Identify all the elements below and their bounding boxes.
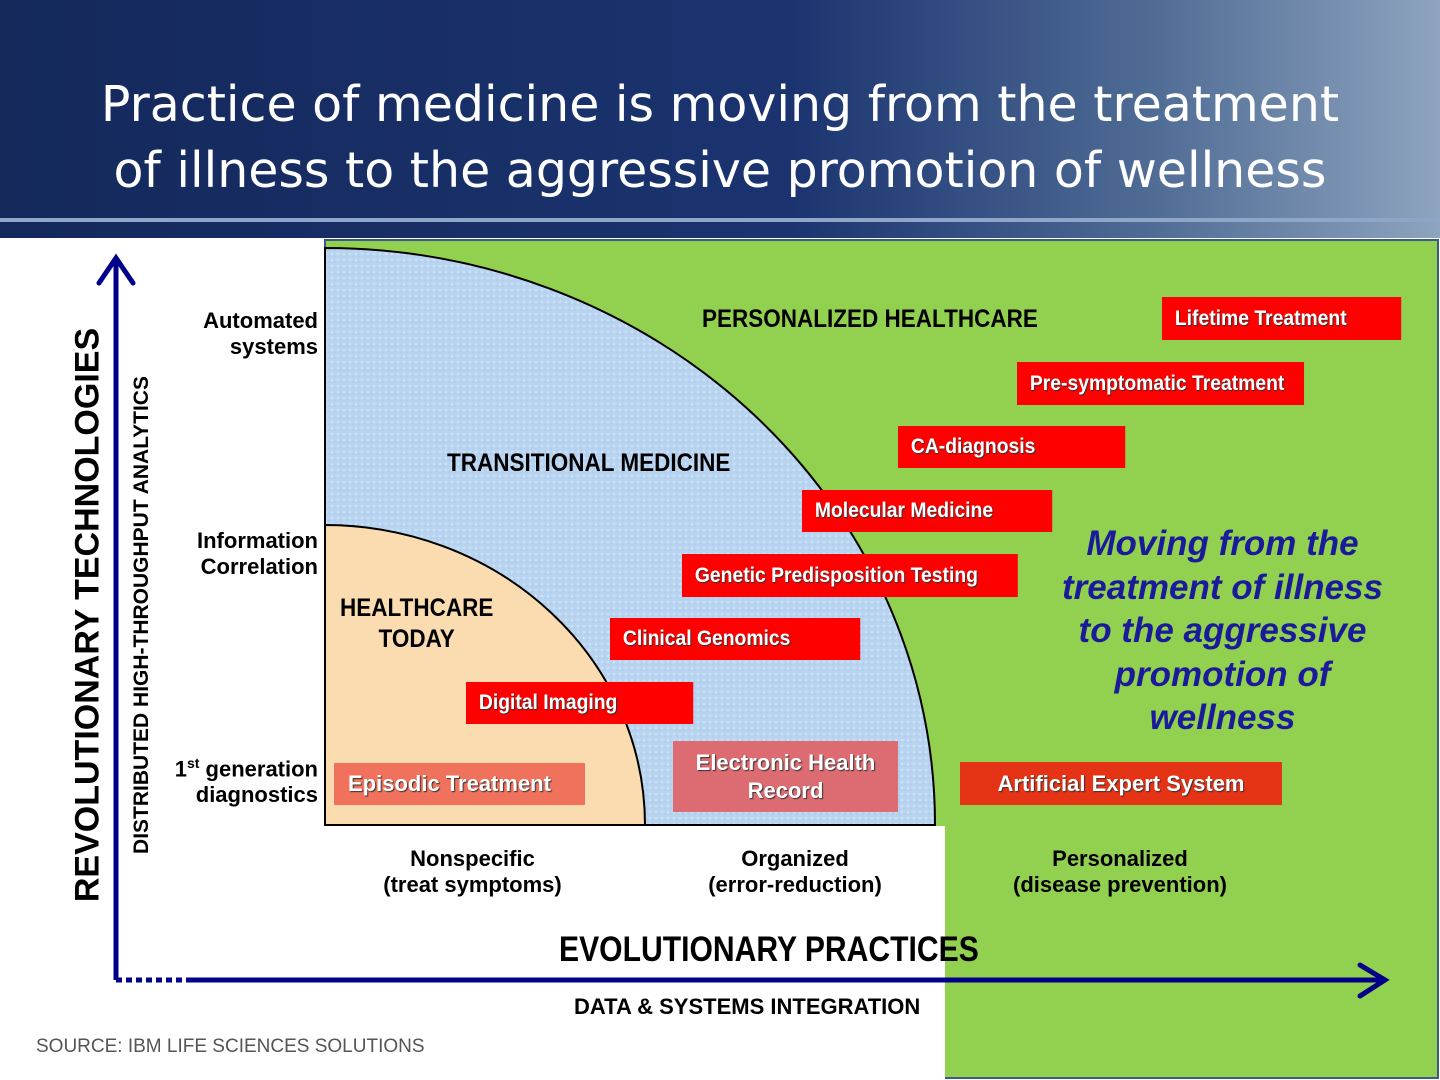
- y-axis-arrowhead: [96, 253, 136, 286]
- label-lifetime-treatment: Lifetime Treatment: [1162, 297, 1402, 340]
- zone-transitional: TRANSITIONAL MEDICINE: [447, 449, 731, 477]
- x-axis-arrowhead: [1357, 962, 1390, 999]
- label-ca-diagnosis: CA-diagnosis: [898, 426, 1126, 468]
- label-artificial-expert-system: Artificial Expert System: [960, 762, 1282, 805]
- slide-header: [0, 0, 1440, 238]
- header-divider: [0, 218, 1440, 222]
- y-axis-title: REVOLUTIONARY TECHNOLOGIES: [68, 327, 107, 903]
- label-digital-imaging: Digital Imaging: [466, 682, 694, 724]
- label-clinical-genomics: Clinical Genomics: [610, 618, 861, 660]
- x-axis-subtitle: DATA & SYSTEMS INTEGRATION: [574, 994, 921, 1019]
- label-molecular-medicine: Molecular Medicine: [802, 490, 1053, 532]
- x-level-nonspecific: Nonspecific(treat symptoms): [383, 846, 562, 897]
- source-note: SOURCE: IBM LIFE SCIENCES SOLUTIONS: [36, 1036, 425, 1057]
- x-axis-title: EVOLUTIONARY PRACTICES: [559, 930, 979, 969]
- today-region: [324, 523, 647, 826]
- label-episodic-treatment: Episodic Treatment: [334, 763, 585, 805]
- slide-title: Practice of medicine is moving from the …: [100, 76, 1340, 199]
- zone-personalized: PERSONALIZED HEALTHCARE: [702, 305, 1038, 333]
- x-level-organized: Organized(error-reduction): [708, 846, 882, 897]
- label-presymptomatic: Pre-symptomatic Treatment: [1017, 362, 1305, 405]
- bottom-white: [0, 826, 945, 1080]
- label-genetic-testing: Genetic Predisposition Testing: [682, 554, 1018, 597]
- x-level-personalized: Personalized(disease prevention): [1013, 846, 1227, 897]
